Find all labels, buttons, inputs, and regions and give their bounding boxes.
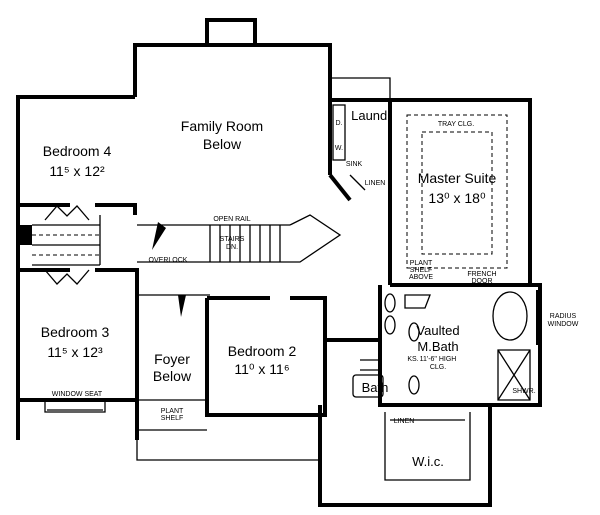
washer-note: W. xyxy=(335,145,343,152)
sink-2 xyxy=(384,315,396,335)
mbath-note-2: CLG. xyxy=(430,364,446,371)
bedroom3-dims: 11⁵ x 12³ xyxy=(47,344,103,360)
sink-1 xyxy=(384,293,396,313)
washer-dryer xyxy=(332,104,346,161)
laundry-walls xyxy=(328,98,392,285)
bedroom4-dims: 11⁵ x 12² xyxy=(49,163,105,179)
window-seat-note: WINDOW SEAT xyxy=(52,391,103,398)
bath-label: Bath xyxy=(362,380,389,395)
plant-shelf-above-note-2: SHELF xyxy=(410,267,433,274)
tray-ceiling-outer xyxy=(406,114,508,269)
plant-shelf-above-note-1: PLANT xyxy=(410,260,433,267)
tray-ceiling-inner xyxy=(421,131,493,255)
french-door-note-2: DOOR xyxy=(472,278,493,285)
mbath-label-1: Vaulted xyxy=(416,323,459,338)
sink-note: SINK xyxy=(346,161,363,168)
foyer-label: Foyer xyxy=(154,351,190,367)
stairs-note-1: STAIRS xyxy=(220,236,245,243)
shower xyxy=(497,349,531,401)
roof-outline xyxy=(330,77,391,100)
bedroom3-label: Bedroom 3 xyxy=(41,324,110,340)
wic-linen-note: LINEN xyxy=(394,418,415,425)
window-seat-bay xyxy=(44,400,106,413)
sink-4 xyxy=(408,375,420,395)
overlook-arrows xyxy=(152,222,186,317)
open-rail-note: OPEN RAIL xyxy=(213,216,250,223)
plant-shelf-above-note-3: ABOVE xyxy=(409,274,433,281)
linen-note: LINEN xyxy=(365,180,386,187)
toilet xyxy=(360,294,431,371)
plant-shelf-note-1: PLANT xyxy=(161,408,184,415)
master-suite-label: Master Suite xyxy=(418,170,497,186)
foyer-sub: Below xyxy=(153,368,192,384)
knee-space-note: KS. xyxy=(407,356,418,363)
master-suite-dims: 13⁰ x 18⁰ xyxy=(428,190,486,206)
closet-shelves xyxy=(32,234,100,256)
shower-note: SHWR. xyxy=(512,388,535,395)
bedroom2-label: Bedroom 2 xyxy=(228,343,297,359)
bifold-doors xyxy=(44,205,90,285)
open-rail xyxy=(137,224,290,296)
tray-ceiling-note: TRAY CLG. xyxy=(438,121,474,128)
bedroom2-foyer-walls xyxy=(135,296,327,440)
bedroom2-dims: 11⁰ x 11⁶ xyxy=(234,361,289,377)
chimney xyxy=(205,18,257,47)
master-bath-walls xyxy=(325,283,542,407)
master-suite-walls xyxy=(390,98,532,287)
bedroom4-label: Bedroom 4 xyxy=(43,143,112,159)
mbath-note-1: 11'-6" HIGH xyxy=(420,356,457,363)
stair-treads xyxy=(209,225,281,262)
family-room-sub: Below xyxy=(203,136,242,152)
wall-pier xyxy=(18,225,32,245)
wic-walls xyxy=(318,405,492,507)
stair-landing xyxy=(289,214,342,263)
dryer-note: D. xyxy=(336,120,343,127)
bath-tub xyxy=(352,374,384,398)
closets xyxy=(32,215,101,266)
linen-door xyxy=(349,174,366,191)
radius-window-note-1: RADIUS xyxy=(550,313,577,320)
stairs-note-2: DN. xyxy=(226,244,238,251)
bedroom4-walls xyxy=(16,95,135,440)
bedroom4-bottom-wall xyxy=(18,203,137,215)
mbath-label-2: M.Bath xyxy=(417,339,458,354)
wic-shelves xyxy=(384,412,471,481)
radius-window-note-2: WINDOW xyxy=(548,321,579,328)
family-room-walls xyxy=(133,43,332,100)
overlook-note: OVERLOCK xyxy=(149,257,188,264)
family-room-label: Family Room xyxy=(181,118,263,134)
sink-3 xyxy=(408,322,420,342)
wic-label: W.i.c. xyxy=(412,454,444,469)
plant-shelf-note-2: SHELF xyxy=(161,415,184,422)
french-door-note-1: FRENCH xyxy=(467,271,496,278)
laundry-label: Laund. xyxy=(351,108,391,123)
tub xyxy=(492,291,528,341)
